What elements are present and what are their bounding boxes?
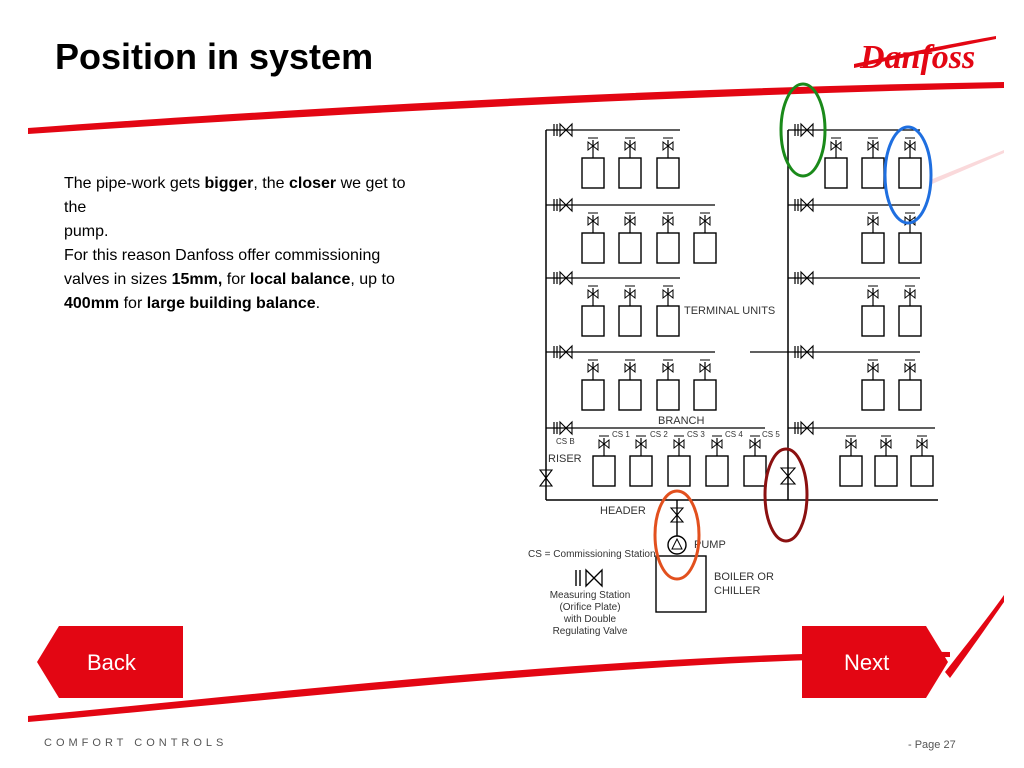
body-line-3: pump. [64, 223, 109, 240]
next-button[interactable]: Next [802, 626, 948, 698]
svg-text:CS = Commissioning Station: CS = Commissioning Station [528, 549, 656, 560]
svg-text:CS 3: CS 3 [687, 430, 705, 439]
svg-text:CS 1: CS 1 [612, 430, 630, 439]
footer-tagline: COMFORT CONTROLS [44, 737, 228, 749]
svg-text:TERMINAL UNITS: TERMINAL UNITS [684, 305, 775, 317]
back-button[interactable]: Back [37, 626, 183, 698]
svg-text:CHILLER: CHILLER [714, 585, 761, 597]
svg-text:Measuring Station: Measuring Station [550, 590, 631, 601]
page-number: - Page 27 [908, 739, 956, 751]
highlight-darkred [763, 447, 809, 543]
body-line-1: The pipe-work gets bigger, the closer we… [64, 175, 406, 192]
body-line-5: valves in sizes 15mm, for local balance,… [64, 271, 395, 288]
svg-text:with Double: with Double [563, 614, 617, 625]
svg-text:BOILER OR: BOILER OR [714, 571, 774, 583]
svg-text:CS 5: CS 5 [762, 430, 780, 439]
page-title: Position in system [55, 36, 374, 77]
back-button-label: Back [87, 650, 136, 675]
highlight-green [779, 82, 827, 178]
svg-text:Danfoss: Danfoss [859, 39, 975, 76]
body-text: The pipe-work gets bigger, the closer we… [64, 172, 504, 316]
danfoss-logo: Danfoss [854, 36, 996, 76]
svg-text:(Orifice Plate): (Orifice Plate) [559, 602, 620, 613]
highlight-blue [883, 125, 933, 225]
highlight-orange [653, 489, 701, 581]
svg-text:RISER: RISER [548, 453, 582, 465]
svg-text:Regulating Valve: Regulating Valve [553, 626, 628, 637]
body-line-4: For this reason Danfoss offer commission… [64, 247, 381, 264]
svg-text:CS 2: CS 2 [650, 430, 668, 439]
svg-text:PUMP: PUMP [694, 539, 726, 551]
back-arrow-shape [37, 626, 183, 698]
next-button-label: Next [844, 650, 890, 675]
svg-text:CS B: CS B [556, 437, 575, 446]
svg-text:HEADER: HEADER [600, 505, 646, 517]
body-line-6: 400mm for large building balance. [64, 295, 321, 312]
system-diagram: TERMINAL UNITS BRANCH RISER HEADER PUMP … [528, 82, 938, 637]
svg-text:CS 4: CS 4 [725, 430, 743, 439]
body-line-2: the [64, 199, 87, 216]
next-arrow-shape [802, 626, 948, 698]
svg-text:BRANCH: BRANCH [658, 415, 705, 427]
